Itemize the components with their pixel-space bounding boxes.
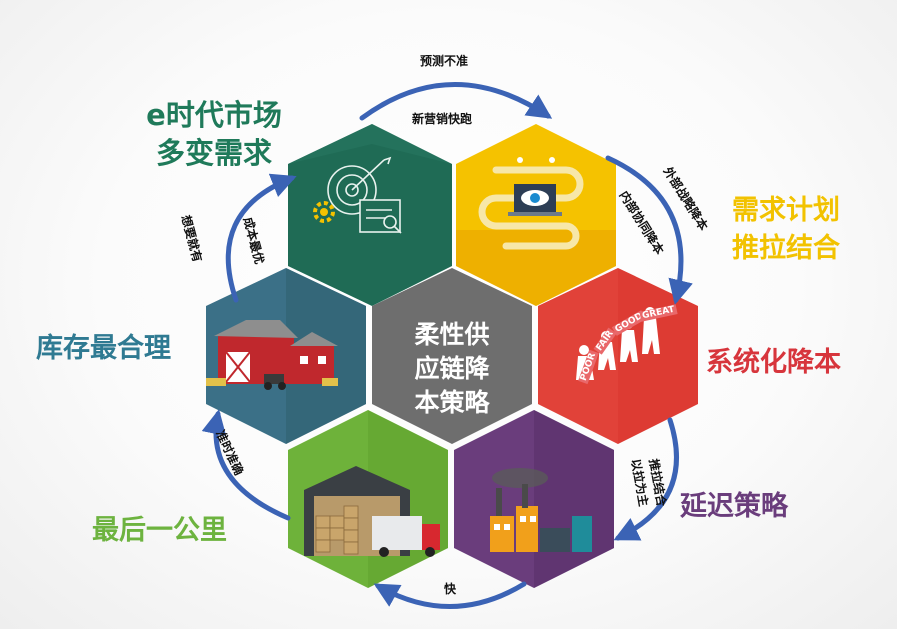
label-last-mile: 最后一公里 [92,515,227,546]
hex-cost-reduction [538,268,698,444]
label-market-demand-line1: e时代市场 [146,98,282,132]
flow-arrows [201,82,693,609]
warehouse-truck-icon [304,466,440,557]
label-demand-planning: 需求计划 推拉结合 [716,192,856,268]
hex-postponement [454,410,614,588]
label-systematic-cost: 系统化降本 [706,347,841,378]
arrow-label-bottom: 快 [444,582,457,596]
label-postponement: 延迟策略 [680,491,788,522]
arrow-lower-left [201,409,291,521]
label-inventory: 库存最合理 [36,333,171,364]
label-market-demand-line2: 多变需求 [155,136,272,170]
label-market-demand: e时代市场 多变需求 [134,96,294,172]
label-demand-planning-line1: 需求计划 [732,195,840,226]
label-demand-planning-line2: 推拉结合 [732,233,840,264]
center-title: 柔性供 应链降 本策略 [392,318,512,420]
arrow-upper-left [225,173,297,303]
target-strategy-icon [327,156,402,234]
eye-monitor-icon [478,157,584,250]
gear-icon [313,201,335,223]
center-line-1: 柔性供 [414,320,490,349]
arrow-label-top-outer: 预测不准 [420,54,469,68]
center-line-3: 本策略 [414,388,490,417]
arrow-lower-right [613,417,679,541]
arrow-label-top-inner: 新营销快跑 [412,112,473,126]
center-line-2: 应链降 [414,354,490,383]
arrow-bottom [373,581,527,609]
factory-icon [490,468,592,552]
arrow-top [359,82,553,121]
hex-center [372,268,532,444]
barn-icon [206,320,338,390]
arrow-upper-right [605,155,693,305]
